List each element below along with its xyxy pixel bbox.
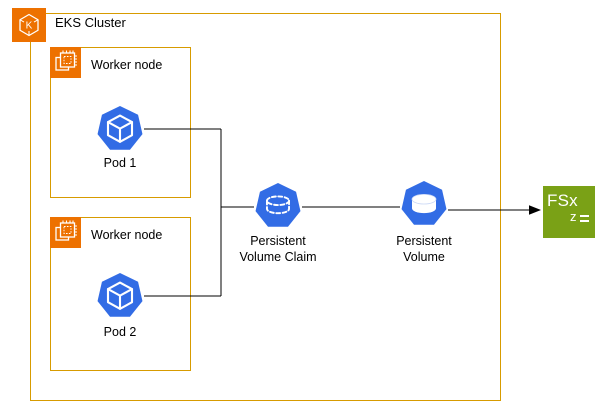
worker-node-2-chip-icon (50, 217, 81, 248)
persistent-volume-icon (400, 180, 448, 228)
persistent-volume-claim-icon (254, 182, 302, 230)
worker-node-1-chip-icon (50, 47, 81, 78)
svg-text:K: K (26, 21, 33, 32)
worker-node-2-label: Worker node (91, 228, 163, 242)
fsx-bar-bottom (580, 220, 589, 222)
worker-node-1-label: Worker node (91, 58, 163, 72)
fsx-z-label: z (570, 209, 577, 224)
pod-1-label: Pod 1 (103, 156, 137, 170)
eks-cluster-label: EKS Cluster (55, 15, 126, 30)
fsx-label: FSx (547, 191, 578, 210)
pod-2-icon (96, 272, 144, 320)
pod-1-icon (96, 105, 144, 153)
persistent-volume-label: Persistent Volume (396, 234, 452, 264)
arrowhead-to-fsx (529, 205, 541, 215)
persistent-volume-claim-label: Persistent Volume Claim (239, 234, 317, 264)
eks-cluster-icon: K (12, 8, 46, 42)
pod-2-label: Pod 2 (103, 325, 137, 339)
fsx-bar-top (580, 215, 589, 217)
fsx-openzfs-icon: FSx z (543, 186, 595, 238)
